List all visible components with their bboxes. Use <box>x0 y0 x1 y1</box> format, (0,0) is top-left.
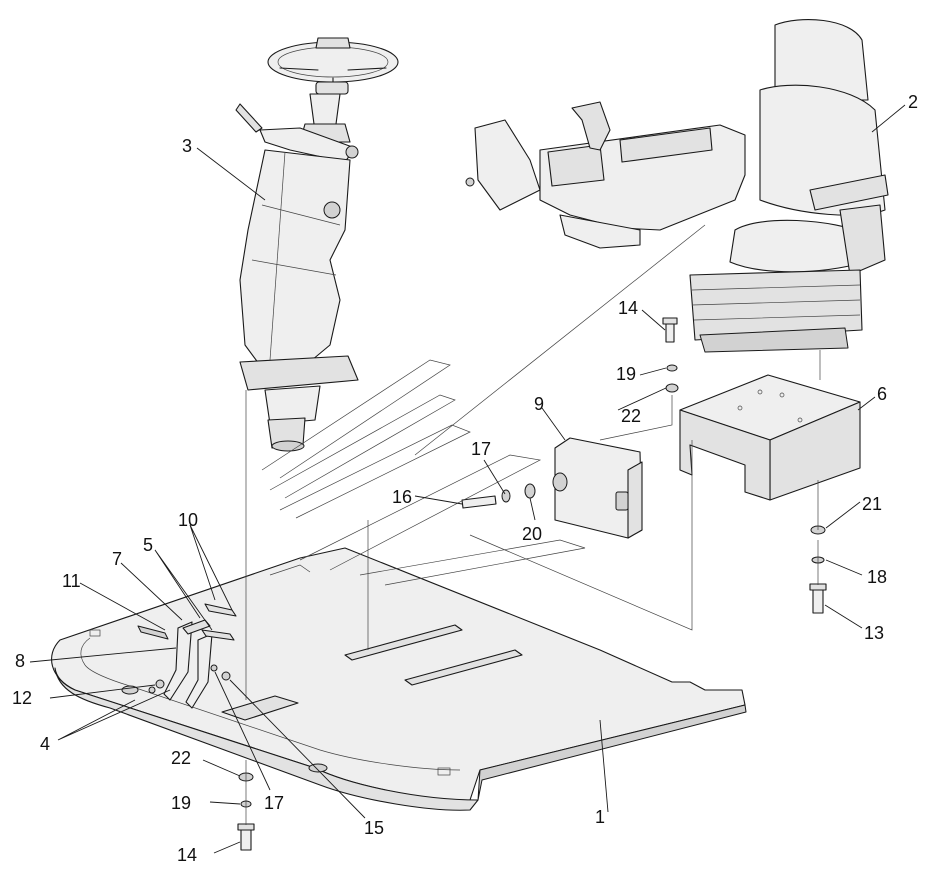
callout-4: 4 <box>40 734 50 754</box>
callout-15: 15 <box>364 818 384 838</box>
callout-19-top: 19 <box>616 364 636 384</box>
steering-column <box>235 37 399 700</box>
callout-17-bottom: 17 <box>264 793 284 813</box>
callout-20: 20 <box>522 524 542 544</box>
mounting-bracket <box>679 374 861 501</box>
callout-8: 8 <box>15 651 25 671</box>
leader-lines <box>29 104 906 854</box>
callout-13: 13 <box>864 623 884 643</box>
callout-12: 12 <box>12 688 32 708</box>
callout-14-top: 14 <box>618 298 638 318</box>
control-console <box>465 101 746 249</box>
callout-18: 18 <box>867 567 887 587</box>
callout-5: 5 <box>143 535 153 555</box>
callout-3: 3 <box>182 136 192 156</box>
seat <box>689 18 889 380</box>
side-cover <box>552 437 643 539</box>
pedal-assembly <box>137 603 237 709</box>
callout-7: 7 <box>112 549 122 569</box>
callout-11: 11 <box>62 571 81 591</box>
callout-22-bottom: 22 <box>171 748 191 768</box>
callout-22-top: 22 <box>621 406 641 426</box>
floor-plate <box>51 547 747 811</box>
callout-6: 6 <box>877 384 887 404</box>
callout-19-bottom: 19 <box>171 793 191 813</box>
callout-14-bottom: 14 <box>177 845 197 865</box>
callout-1: 1 <box>595 807 605 827</box>
callout-16: 16 <box>392 487 412 507</box>
callout-2: 2 <box>908 92 918 112</box>
callout-9: 9 <box>534 394 544 414</box>
callout-labels: 1 2 3 4 5 6 7 8 9 10 11 12 13 14 14 15 1… <box>12 92 918 865</box>
guide-lines <box>245 224 819 825</box>
callout-21: 21 <box>862 494 882 514</box>
callout-10: 10 <box>178 510 198 530</box>
callout-17-top: 17 <box>471 439 491 459</box>
